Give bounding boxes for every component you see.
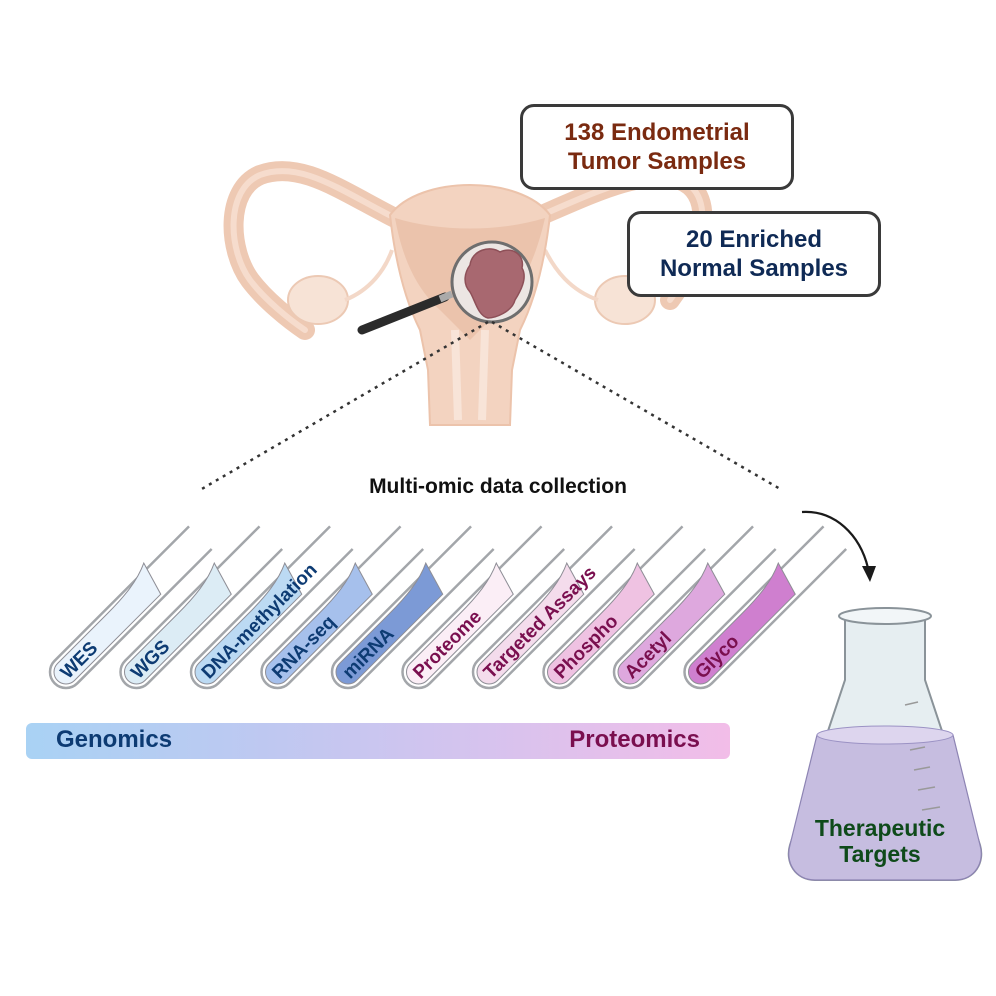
flask-icon — [787, 607, 983, 881]
tube-liquid — [265, 561, 373, 685]
tumor-samples-line1: 138 Endometrial — [564, 118, 750, 146]
tube-liquid — [53, 561, 162, 685]
tube-liquid — [476, 561, 585, 685]
proteomics-label: Proteomics — [569, 726, 700, 753]
flask-liquid — [788, 734, 982, 881]
arrow-head-icon — [862, 566, 876, 582]
magnifying-glass-icon — [357, 240, 534, 335]
zoom-line-right — [491, 320, 783, 492]
arrow-to-flask — [801, 510, 870, 569]
tube-liquid — [406, 561, 514, 685]
genomics-label: Genomics — [56, 726, 173, 753]
therapeutic-targets-label: Therapeutic Targets — [790, 815, 970, 868]
tube-liquid — [547, 561, 655, 685]
tube-liquid — [688, 561, 796, 685]
tube-liquid — [194, 561, 303, 685]
tube-liquid — [124, 561, 232, 685]
section-title: Multi-omic data collection — [369, 475, 627, 498]
normal-samples-label: 20 Enriched Normal Samples — [627, 211, 881, 297]
flask-label-line1: Therapeutic — [814, 815, 946, 841]
omics-gradient-bar: Genomics Proteomics — [26, 723, 730, 759]
tumor-tissue — [464, 248, 525, 319]
left-ovary — [287, 275, 349, 325]
normal-samples-line1: 20 Enriched — [685, 225, 823, 253]
tube-liquid — [617, 561, 726, 685]
tube-liquid — [335, 561, 444, 685]
tumor-samples-label: 138 Endometrial Tumor Samples — [520, 104, 794, 190]
tumor-samples-line2: Tumor Samples — [567, 148, 747, 175]
flask-label-line2: Targets — [839, 841, 921, 868]
normal-samples-line2: Normal Samples — [659, 255, 849, 282]
tube-label: Proteome — [409, 606, 486, 683]
